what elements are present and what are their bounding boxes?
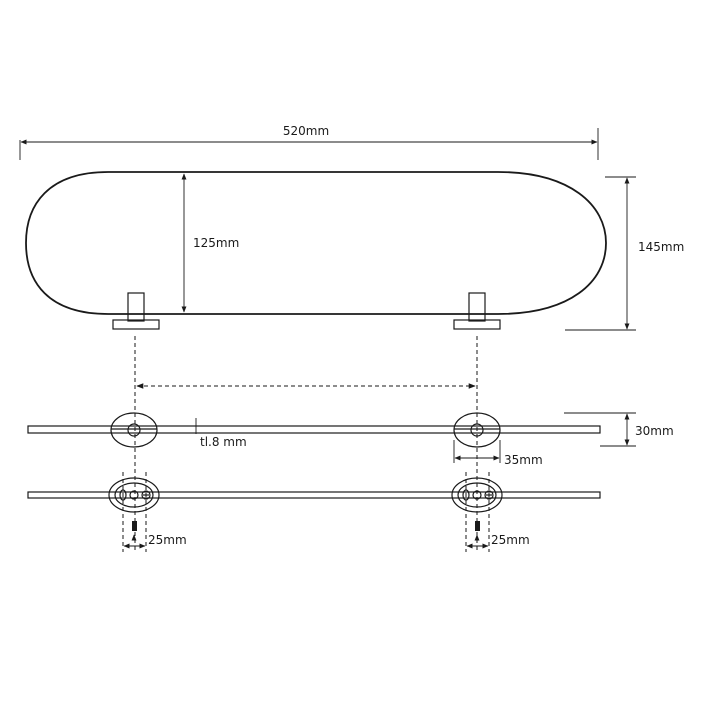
right-screw-icon [475, 521, 480, 531]
height-label: 30mm [635, 424, 674, 438]
left-fixing-dimension: 25mm [122, 472, 187, 552]
bottom-view: 25mm 25mm [27, 472, 601, 552]
depth-label: 125mm [193, 236, 239, 250]
height-dimension: 30mm [564, 412, 674, 447]
right-fixing-dimension: 25mm [465, 472, 530, 552]
width-label: 520mm [283, 124, 329, 138]
bracket-width-dimension: 35mm [453, 440, 543, 467]
right-bracket-plate [451, 477, 503, 513]
depth-dimension: 125mm [181, 173, 239, 313]
left-bracket-plate [108, 477, 160, 513]
glass-shelf-front [27, 425, 601, 434]
right-bracket-front [453, 412, 501, 448]
right-bracket-top [453, 292, 501, 330]
overall-depth-dimension: 145mm [565, 176, 684, 331]
left-bracket-top [112, 292, 160, 330]
overall-depth-label: 145mm [638, 240, 684, 254]
thickness-label: tl.8 mm [200, 435, 247, 449]
glass-shelf-bottom [27, 491, 601, 499]
shelf-outline [25, 171, 607, 315]
center-lines [134, 336, 478, 552]
bracket-label: 35mm [504, 453, 543, 467]
left-screw-icon [132, 521, 137, 531]
thickness-note: tl.8 mm [195, 418, 247, 449]
fixing-left-label: 25mm [148, 533, 187, 547]
front-view: tl.8 mm 35mm 30mm [27, 412, 674, 467]
left-bracket-front [110, 412, 158, 448]
top-view: 520mm 125mm 145mm [19, 124, 684, 331]
width-dimension: 520mm [19, 124, 599, 160]
fixing-right-label: 25mm [491, 533, 530, 547]
